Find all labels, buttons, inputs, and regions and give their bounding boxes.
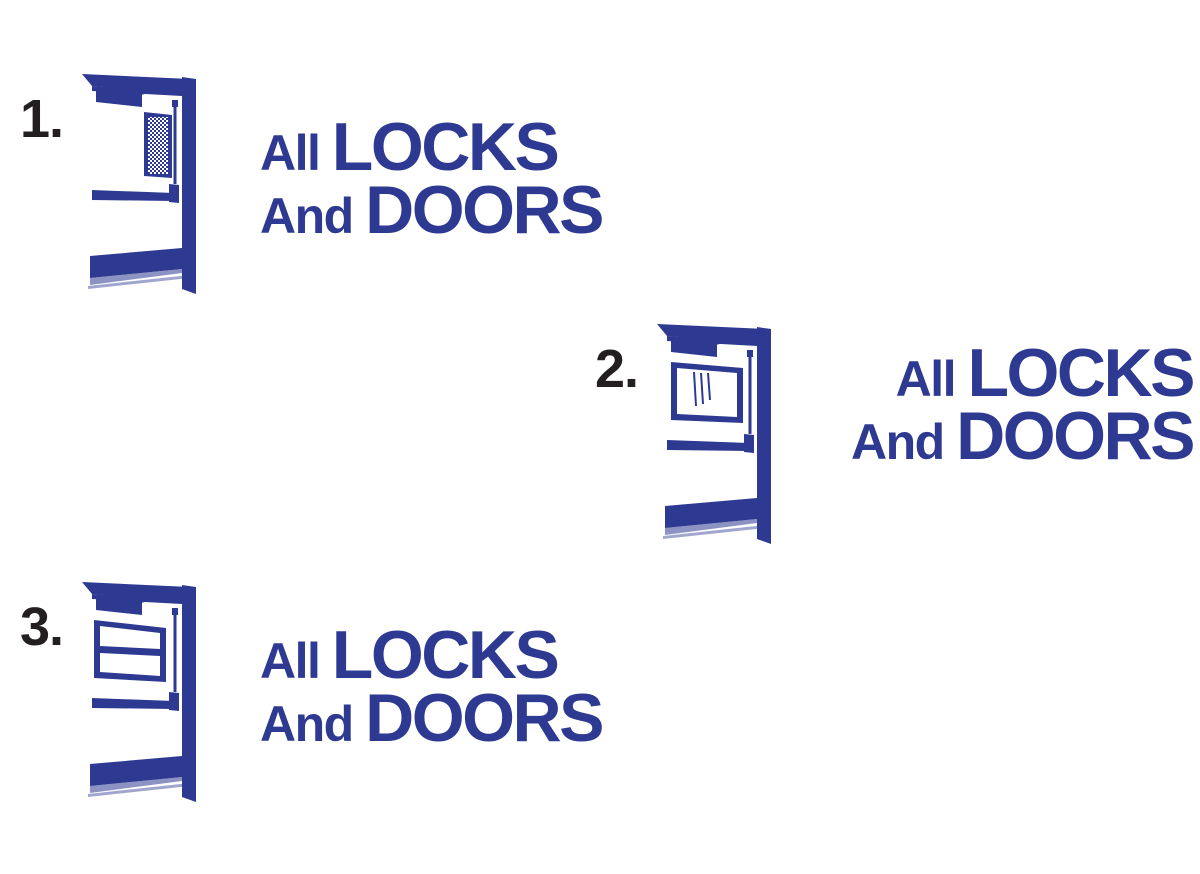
door-icon-two-pane-window: [82, 582, 196, 802]
logo-variant-3[interactable]: 3.: [20, 578, 604, 808]
wordmark-and: And: [260, 188, 366, 245]
variant-number-1: 1.: [20, 89, 64, 149]
wordmark-locks: LOCKS: [331, 617, 560, 693]
wordmark-line-1: All LOCKS: [260, 621, 602, 689]
wordmark-and: And: [260, 696, 366, 753]
wordmark-doors: DOORS: [365, 680, 604, 757]
logo-variant-2[interactable]: 2.: [595, 320, 1196, 550]
wordmark-all: All: [260, 633, 332, 689]
variant-number-3: 3.: [20, 597, 64, 657]
wordmark-doors: DOORS: [365, 172, 604, 249]
wordmark-locks: LOCKS: [331, 109, 560, 185]
wordmark-all: All: [895, 351, 968, 407]
variant-number-2: 2.: [595, 339, 639, 399]
wordmark-doors: DOORS: [956, 398, 1195, 475]
wordmark-line-2: And DOORS: [851, 402, 1195, 471]
wordmark-line-2: And DOORS: [260, 684, 604, 753]
wordmark-locks: LOCKS: [967, 335, 1195, 411]
wordmark-3: All LOCKS And DOORS: [260, 621, 604, 753]
wordmark-2: All LOCKS And DOORS: [851, 339, 1196, 471]
wordmark-all: All: [260, 125, 332, 181]
wordmark-1: All LOCKS And DOORS: [260, 113, 604, 245]
wordmark-line-2: And DOORS: [260, 176, 604, 245]
door-icon-wide-window: [657, 324, 771, 544]
wordmark-and: And: [851, 414, 957, 471]
logo-variant-1[interactable]: 1.: [20, 70, 604, 300]
wordmark-line-1: All LOCKS: [851, 339, 1196, 407]
wordmark-line-1: All LOCKS: [260, 113, 602, 181]
door-icon-narrow-mesh-window: [82, 74, 196, 294]
